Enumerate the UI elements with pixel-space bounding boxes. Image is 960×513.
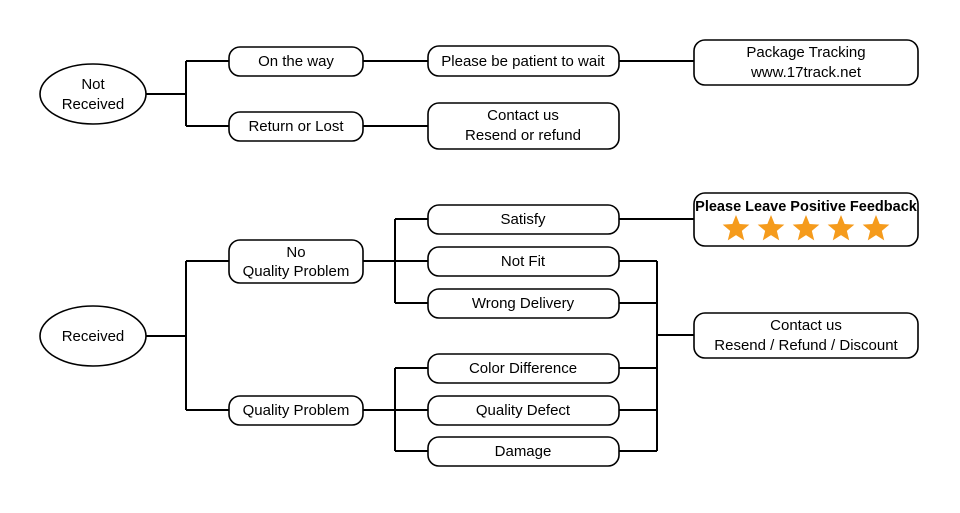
contact-resend-refund-label-line1: Contact us: [487, 107, 559, 124]
not-received-label-line1: Not: [81, 76, 105, 93]
node-not-received[interactable]: Not Received: [39, 63, 147, 125]
not-received-ellipse: [39, 63, 147, 125]
quality-problem-box: [228, 395, 364, 426]
no-quality-problem-label-line1: No: [286, 244, 305, 261]
node-color-difference[interactable]: Color Difference: [427, 353, 620, 384]
star-icon[interactable]: [827, 215, 855, 241]
contact-resolution-label-line1: Contact us: [770, 317, 842, 334]
wrong-delivery-box: [427, 288, 620, 319]
package-tracking-box: [693, 39, 919, 86]
node-please-be-patient[interactable]: Please be patient to wait: [427, 45, 620, 77]
node-no-quality-problem[interactable]: No Quality Problem: [228, 239, 364, 284]
package-tracking-url: www.17track.net: [750, 64, 862, 81]
satisfy-label: Satisfy: [500, 211, 546, 228]
color-difference-label: Color Difference: [469, 360, 577, 377]
satisfy-box: [427, 204, 620, 235]
no-quality-problem-box: [228, 239, 364, 284]
on-the-way-label: On the way: [258, 53, 334, 70]
color-difference-box: [427, 353, 620, 384]
quality-problem-label: Quality Problem: [243, 402, 350, 419]
quality-defect-label: Quality Defect: [476, 402, 571, 419]
package-tracking-label-line1: Package Tracking: [746, 44, 865, 61]
please-be-patient-label: Please be patient to wait: [441, 53, 605, 70]
on-the-way-box: [228, 46, 364, 77]
contact-resolution-label-line2: Resend / Refund / Discount: [714, 337, 898, 354]
quality-defect-box: [427, 395, 620, 426]
damage-label: Damage: [495, 443, 552, 460]
return-or-lost-label: Return or Lost: [248, 118, 344, 135]
node-not-fit[interactable]: Not Fit: [427, 246, 620, 277]
node-received[interactable]: Received: [39, 305, 147, 367]
received-ellipse: [39, 305, 147, 367]
star-icon[interactable]: [792, 215, 820, 241]
node-wrong-delivery[interactable]: Wrong Delivery: [427, 288, 620, 319]
contact-resend-refund-box: [427, 102, 620, 150]
return-or-lost-box: [228, 111, 364, 142]
node-satisfy[interactable]: Satisfy: [427, 204, 620, 235]
star-rating[interactable]: [722, 215, 890, 241]
node-return-or-lost[interactable]: Return or Lost: [228, 111, 364, 142]
wrong-delivery-label: Wrong Delivery: [472, 295, 575, 312]
no-quality-problem-label-line2: Quality Problem: [243, 263, 350, 280]
star-icon[interactable]: [757, 215, 785, 241]
node-contact-resend-refund[interactable]: Contact us Resend or refund: [427, 102, 620, 150]
node-positive-feedback[interactable]: Please Leave Positive Feedback: [693, 192, 919, 247]
contact-resolution-box: [693, 312, 919, 359]
node-quality-defect[interactable]: Quality Defect: [427, 395, 620, 426]
please-be-patient-box: [427, 45, 620, 77]
positive-feedback-label: Please Leave Positive Feedback: [695, 199, 918, 215]
not-fit-label: Not Fit: [501, 253, 546, 270]
not-fit-box: [427, 246, 620, 277]
star-icon[interactable]: [862, 215, 890, 241]
received-label: Received: [62, 328, 125, 345]
contact-resend-refund-label-line2: Resend or refund: [465, 127, 581, 144]
damage-box: [427, 436, 620, 467]
node-package-tracking[interactable]: Package Tracking www.17track.net: [693, 39, 919, 86]
node-damage[interactable]: Damage: [427, 436, 620, 467]
node-on-the-way[interactable]: On the way: [228, 46, 364, 77]
node-contact-resolution[interactable]: Contact us Resend / Refund / Discount: [693, 312, 919, 359]
node-quality-problem[interactable]: Quality Problem: [228, 395, 364, 426]
not-received-label-line2: Received: [62, 96, 125, 113]
star-icon[interactable]: [722, 215, 750, 241]
